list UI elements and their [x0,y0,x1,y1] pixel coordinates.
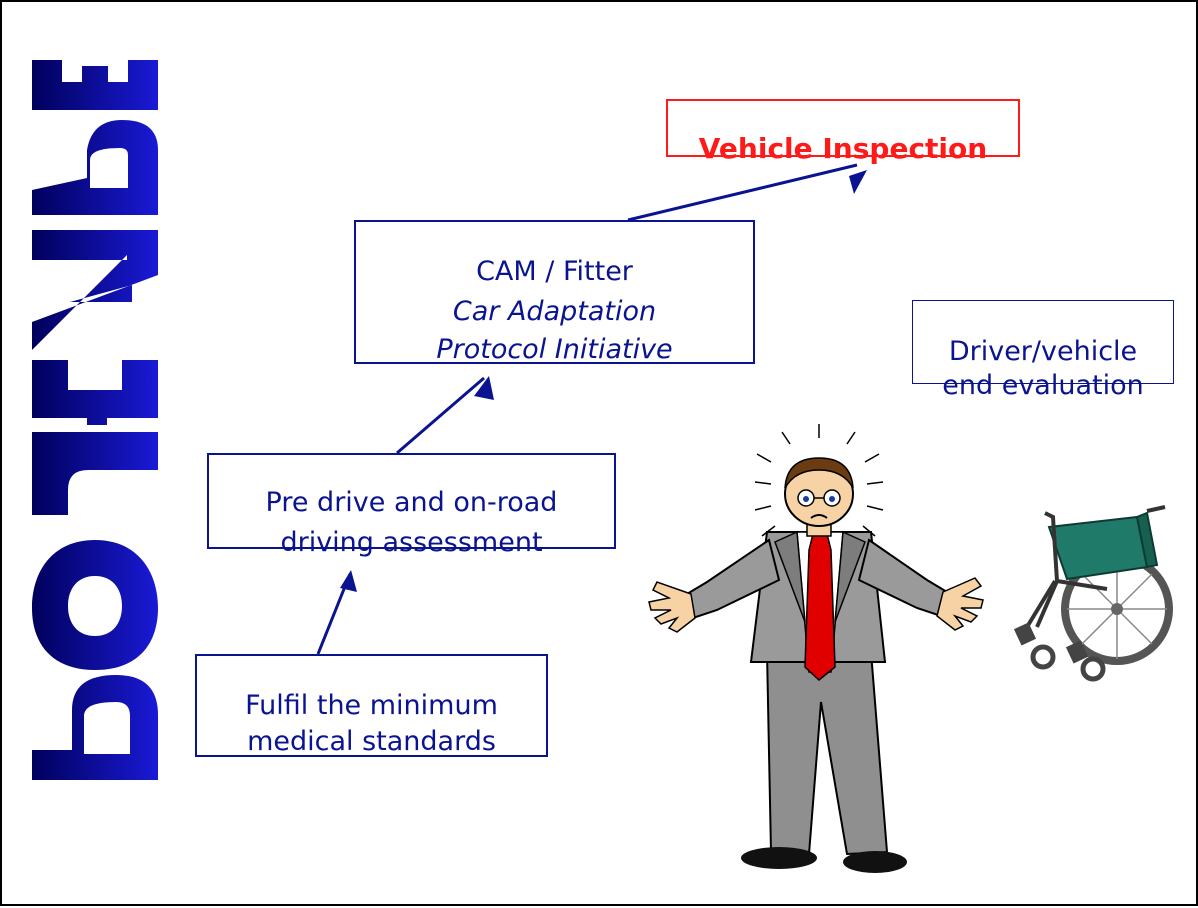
node-cam-fitter-title: CAM / Fitter [476,256,633,287]
wheelchair-caster-1 [1030,644,1056,670]
edge-cam-to-vehicle-arrowhead [849,170,867,194]
node-cam-fitter-subtitle-2: Protocol Initiative [436,333,673,365]
node-pre-drive-line-2: driving assessment [280,526,543,558]
right-eye [829,496,835,502]
node-vehicle-inspection-label: Vehicle Inspection [698,132,988,165]
node-vehicle-inspection: Vehicle Inspection [666,99,1020,163]
edge-pre-to-cam-arrowhead [474,376,494,400]
node-medical-standards-line-2: medical standards [247,725,496,757]
left-lapel [774,530,806,623]
hair [784,457,854,489]
mouth [810,514,828,519]
stress-lines [754,424,884,537]
edge-pre-to-cam [396,376,485,455]
node-driver-evaluation-line-2: end evaluation [942,369,1144,401]
logo-letter-a [32,230,158,350]
wheelchair-seat [1047,515,1149,581]
node-driver-evaluation: Driver/vehicle end evaluation [912,300,1174,401]
wheelchair-hub [1111,603,1123,615]
confused-man-illustration [648,424,984,873]
portare-logo [32,60,158,780]
left-eye [803,496,809,502]
edge-fulfil-to-pre-arrowhead [340,570,357,592]
node-medical-standards: Fulfil the minimum medical standards [195,654,548,757]
wheelchair-illustration [1013,505,1173,682]
node-pre-drive-assessment: Pre drive and on-road driving assessment [207,453,616,558]
trousers [765,651,889,856]
node-cam-fitter-subtitle-1: Car Adaptation [452,295,657,327]
node-medical-standards-line-1: Fulfil the minimum [245,690,498,721]
logo-letter-r [32,432,158,515]
left-hand [648,581,696,633]
wheelchair-footrest-1 [1013,622,1037,646]
wheelchair-footrest-2 [1065,640,1089,664]
right-hand [936,577,984,631]
tie [804,533,836,681]
logo-letter-o [32,540,158,670]
logo-letter-e [32,60,158,110]
wheelchair-frame [1025,505,1166,629]
logo-letter-r2 [32,120,158,215]
node-cam-fitter: CAM / Fitter Car Adaptation Protocol Ini… [354,220,755,365]
left-shoe [741,847,817,869]
right-shoe [843,851,907,873]
node-pre-drive-line-1: Pre drive and on-road [265,487,558,518]
right-lapel [834,530,866,623]
logo-letter-p [32,675,158,780]
logo-letter-t [32,360,158,425]
edge-cam-to-vehicle [627,163,858,222]
wheelchair-backrest [1135,511,1159,569]
wheelchair-caster-2 [1080,656,1106,682]
node-driver-evaluation-line-1: Driver/vehicle [948,336,1138,367]
